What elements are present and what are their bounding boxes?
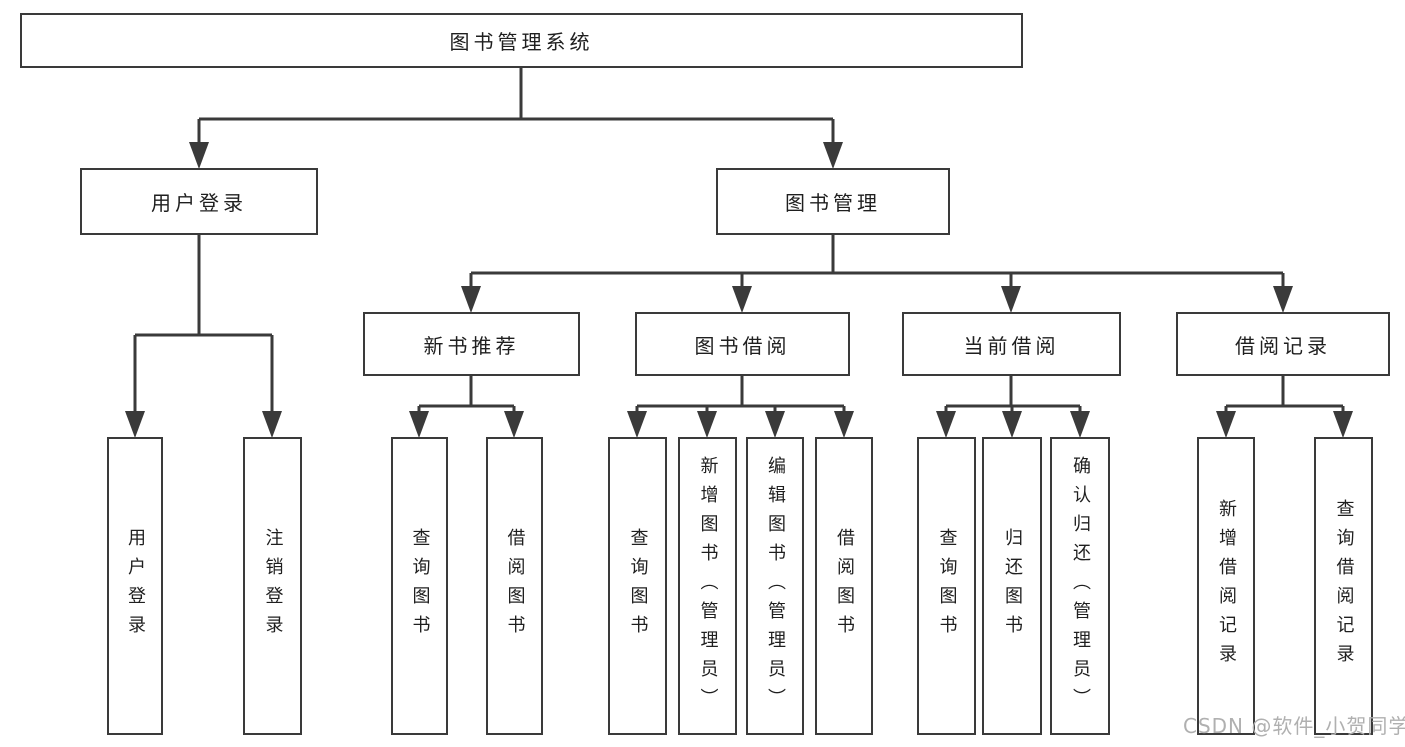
arrowhead-down-icon — [504, 411, 524, 438]
leaf-confirm-return-admin: 确认归还（管理员） — [1050, 437, 1110, 735]
connector-current-borrow-to-children — [936, 376, 1090, 438]
leaf-rec-borrow-books-label: 借阅图书 — [504, 528, 526, 644]
leaf-confirm-return-admin-label: 确认归还（管理员） — [1070, 455, 1091, 717]
leaf-add-borrow-record-label: 新增借阅记录 — [1216, 499, 1237, 673]
node-current-borrow: 当前借阅 — [902, 312, 1121, 376]
arrowhead-down-icon — [765, 411, 785, 438]
csdn-watermark: CSDN @软件_小贺同学 — [1183, 714, 1405, 738]
leaf-rec-query-books: 查询图书 — [391, 437, 448, 735]
node-new-book-rec-label: 新书推荐 — [423, 333, 520, 358]
arrowhead-down-icon — [1001, 286, 1021, 313]
leaf-return-books: 归还图书 — [982, 437, 1042, 735]
connector-line — [635, 376, 846, 420]
node-book-borrow: 图书借阅 — [635, 312, 850, 376]
node-book-mgmt-label: 图书管理 — [785, 191, 881, 215]
leaf-edit-books-admin: 编辑图书（管理员） — [746, 437, 804, 735]
leaf-edit-books-admin-label: 编辑图书（管理员） — [765, 455, 786, 717]
arrowhead-down-icon — [936, 411, 956, 438]
connector-root-to-level2 — [189, 68, 843, 169]
connector-line — [417, 376, 516, 420]
leaf-current-query-books-label: 查询图书 — [936, 528, 958, 644]
connector-book-borrow-to-children — [627, 376, 854, 438]
arrowhead-down-icon — [627, 411, 647, 438]
connector-line — [133, 235, 274, 420]
arrowhead-down-icon — [1333, 411, 1353, 438]
arrowhead-down-icon — [409, 411, 429, 438]
leaf-add-borrow-record: 新增借阅记录 — [1197, 437, 1255, 735]
leaf-logout: 注销登录 — [243, 437, 302, 735]
node-new-book-rec: 新书推荐 — [363, 312, 580, 376]
node-user-login-label: 用户登录 — [151, 191, 247, 215]
node-borrow-records: 借阅记录 — [1176, 312, 1390, 376]
leaf-return-books-label: 归还图书 — [1002, 528, 1023, 644]
node-root: 图书管理系统 — [20, 13, 1023, 68]
arrowhead-down-icon — [823, 142, 843, 169]
node-current-borrow-label: 当前借阅 — [963, 333, 1060, 358]
leaf-borrow-query-books-label: 查询图书 — [627, 528, 649, 644]
leaf-borrow-query-books: 查询图书 — [608, 437, 667, 735]
leaf-user-login-label: 用户登录 — [125, 528, 146, 644]
arrowhead-down-icon — [1002, 411, 1022, 438]
arrowhead-down-icon — [732, 286, 752, 313]
node-book-borrow-label: 图书借阅 — [694, 333, 791, 358]
leaf-borrow-books-label: 借阅图书 — [834, 528, 855, 644]
leaf-rec-query-books-label: 查询图书 — [409, 528, 431, 644]
node-book-mgmt: 图书管理 — [716, 168, 950, 235]
connector-new-rec-to-children — [409, 376, 524, 438]
arrowhead-down-icon — [834, 411, 854, 438]
connector-records-to-children — [1216, 376, 1353, 438]
arrowhead-down-icon — [125, 411, 145, 438]
arrowhead-down-icon — [262, 411, 282, 438]
connector-line — [469, 235, 1285, 294]
connector-line — [197, 68, 835, 150]
connector-user-login-to-children — [125, 235, 282, 438]
leaf-query-borrow-record: 查询借阅记录 — [1314, 437, 1373, 735]
leaf-rec-borrow-books: 借阅图书 — [486, 437, 543, 735]
node-root-label: 图书管理系统 — [449, 30, 594, 54]
leaf-current-query-books: 查询图书 — [917, 437, 976, 735]
leaf-query-borrow-record-label: 查询借阅记录 — [1333, 499, 1355, 673]
arrowhead-down-icon — [1216, 411, 1236, 438]
arrowhead-down-icon — [697, 411, 717, 438]
leaf-borrow-books: 借阅图书 — [815, 437, 873, 735]
leaf-add-books-admin: 新增图书（管理员） — [678, 437, 737, 735]
connector-line — [1224, 376, 1345, 420]
connector-book-mgmt-to-level3 — [461, 235, 1293, 313]
leaf-logout-label: 注销登录 — [262, 528, 284, 644]
leaf-user-login: 用户登录 — [107, 437, 163, 735]
arrowhead-down-icon — [1273, 286, 1293, 313]
leaf-add-books-admin-label: 新增图书（管理员） — [697, 455, 719, 717]
node-borrow-records-label: 借阅记录 — [1235, 333, 1331, 358]
arrowhead-down-icon — [1070, 411, 1090, 438]
node-user-login: 用户登录 — [80, 168, 318, 235]
arrowhead-down-icon — [189, 142, 209, 169]
arrowhead-down-icon — [461, 286, 481, 313]
